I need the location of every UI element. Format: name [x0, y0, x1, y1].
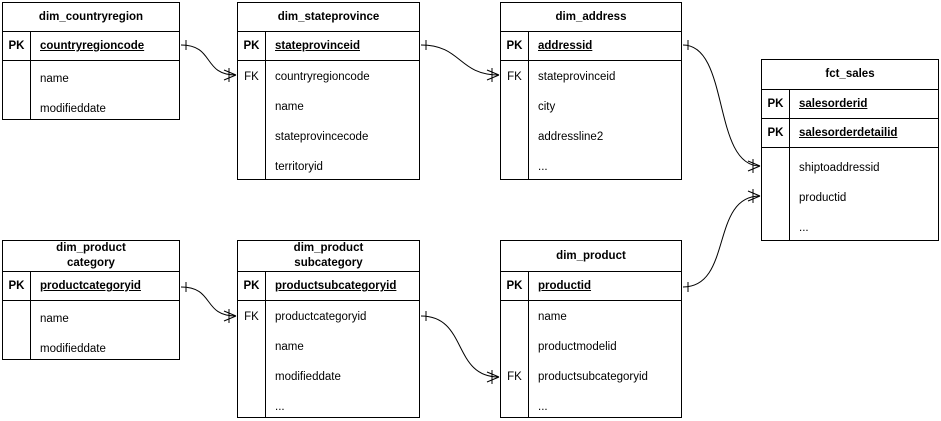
entity-fct-sales[interactable]: fct_sales PK salesorderid PK salesorderd…	[761, 59, 939, 241]
attribute-row: productmodelid	[538, 341, 617, 353]
attribute-list: shiptoaddressid productid ...	[790, 148, 938, 240]
key-column: FK	[238, 61, 266, 179]
attribute-row: productid	[799, 192, 847, 204]
relationship-productsubcategory-product	[420, 311, 500, 384]
key-badge-fk: FK	[507, 71, 522, 83]
attribute-row: addressline2	[538, 131, 604, 143]
key-badge-fk: FK	[244, 311, 259, 323]
attribute-row: ...	[275, 401, 285, 413]
entity-dim-product[interactable]: dim_product PK productid FK name product…	[500, 240, 682, 418]
entity-attributes: name modifieddate	[3, 301, 179, 359]
entity-pk-row[interactable]: PK countryregioncode	[3, 32, 179, 61]
entity-pk-row[interactable]: PK productcategoryid	[3, 272, 179, 301]
entity-pk-row[interactable]: PK productid	[501, 272, 681, 301]
entity-title: dim_product	[501, 241, 681, 272]
entity-title: dim_product subcategory	[238, 241, 419, 272]
relationship-stateprovince-address	[420, 40, 500, 82]
entity-pk-row[interactable]: PK salesorderid	[762, 90, 938, 119]
attribute-row: productsubcategoryid	[538, 371, 648, 383]
key-badge-pk: PK	[3, 32, 31, 60]
attribute-row: ...	[538, 401, 548, 413]
entity-attributes: shiptoaddressid productid ...	[762, 148, 938, 240]
attribute-list: name modifieddate	[31, 301, 179, 359]
entity-dim-productsubcategory[interactable]: dim_product subcategory PK productsubcat…	[237, 240, 420, 418]
entity-attributes: FK productcategoryid name modifieddate .…	[238, 301, 419, 417]
attribute-row: countryregioncode	[275, 71, 370, 83]
attribute-list: countryregioncode name stateprovincecode…	[266, 61, 419, 179]
field-name-pk: addressid	[538, 40, 593, 52]
key-badge-pk: PK	[501, 272, 529, 300]
attribute-row: ...	[799, 222, 809, 234]
key-column: FK	[501, 301, 529, 417]
field-name-pk: productcategoryid	[40, 280, 141, 292]
attribute-row: modifieddate	[275, 371, 341, 383]
attribute-row: stateprovincecode	[275, 131, 369, 143]
entity-pk-row[interactable]: PK stateprovinceid	[238, 32, 419, 61]
entity-dim-countryregion[interactable]: dim_countryregion PK countryregioncode n…	[2, 2, 180, 120]
key-badge-pk: PK	[238, 32, 266, 60]
relationship-productcategory-productsubcategory	[180, 282, 237, 323]
attribute-row: stateprovinceid	[538, 71, 616, 83]
attribute-row: productcategoryid	[275, 311, 367, 323]
relationship-product-fctsales	[682, 189, 761, 292]
field-name-pk: productid	[538, 280, 592, 292]
entity-attributes: name modifieddate	[3, 61, 179, 119]
relationship-countryregion-stateprovince	[180, 40, 237, 82]
relationship-address-fctsales	[682, 40, 761, 173]
attribute-row: name	[275, 341, 304, 353]
entity-title: dim_address	[501, 3, 681, 32]
attribute-list: name modifieddate	[31, 61, 179, 119]
field-name-pk: countryregioncode	[40, 40, 145, 52]
entity-title: dim_stateprovince	[238, 3, 419, 32]
attribute-list: name productmodelid productsubcategoryid…	[529, 301, 681, 417]
entity-pk-row[interactable]: PK productsubcategoryid	[238, 272, 419, 301]
attribute-list: productcategoryid name modifieddate ...	[266, 301, 419, 417]
key-badge-fk: FK	[507, 371, 522, 383]
key-column	[3, 301, 31, 359]
key-badge-fk: FK	[244, 71, 259, 83]
key-column: FK	[238, 301, 266, 417]
attribute-row: city	[538, 101, 556, 113]
entity-dim-productcategory[interactable]: dim_product category PK productcategoryi…	[2, 240, 180, 360]
attribute-row: name	[40, 313, 69, 325]
entity-title: fct_sales	[762, 60, 938, 90]
field-name-pk: salesorderdetailid	[799, 127, 898, 139]
entity-dim-address[interactable]: dim_address PK addressid FK stateprovinc…	[500, 2, 682, 180]
field-name-pk: stateprovinceid	[275, 40, 360, 52]
attribute-row: name	[538, 311, 567, 323]
attribute-row: modifieddate	[40, 103, 106, 115]
entity-pk-row[interactable]: PK salesorderdetailid	[762, 119, 938, 148]
attribute-row: name	[40, 73, 69, 85]
entity-attributes: FK countryregioncode name stateprovincec…	[238, 61, 419, 179]
field-name-pk: salesorderid	[799, 98, 868, 110]
entity-title: dim_countryregion	[3, 3, 179, 32]
key-badge-pk: PK	[762, 119, 790, 147]
entity-attributes: FK name productmodelid productsubcategor…	[501, 301, 681, 417]
key-column	[762, 148, 790, 240]
attribute-row: territoryid	[275, 161, 323, 173]
entity-attributes: FK stateprovinceid city addressline2 ...	[501, 61, 681, 179]
attribute-row: modifieddate	[40, 343, 106, 355]
key-badge-pk: PK	[501, 32, 529, 60]
attribute-row: shiptoaddressid	[799, 162, 880, 174]
attribute-list: stateprovinceid city addressline2 ...	[529, 61, 681, 179]
field-name-pk: productsubcategoryid	[275, 280, 397, 292]
key-column	[3, 61, 31, 119]
key-column: FK	[501, 61, 529, 179]
attribute-row: name	[275, 101, 304, 113]
key-badge-pk: PK	[3, 272, 31, 300]
key-badge-pk: PK	[238, 272, 266, 300]
key-badge-pk: PK	[762, 90, 790, 118]
entity-pk-row[interactable]: PK addressid	[501, 32, 681, 61]
entity-dim-stateprovince[interactable]: dim_stateprovince PK stateprovinceid FK …	[237, 2, 420, 180]
entity-title: dim_product category	[3, 241, 179, 272]
attribute-row: ...	[538, 161, 548, 173]
